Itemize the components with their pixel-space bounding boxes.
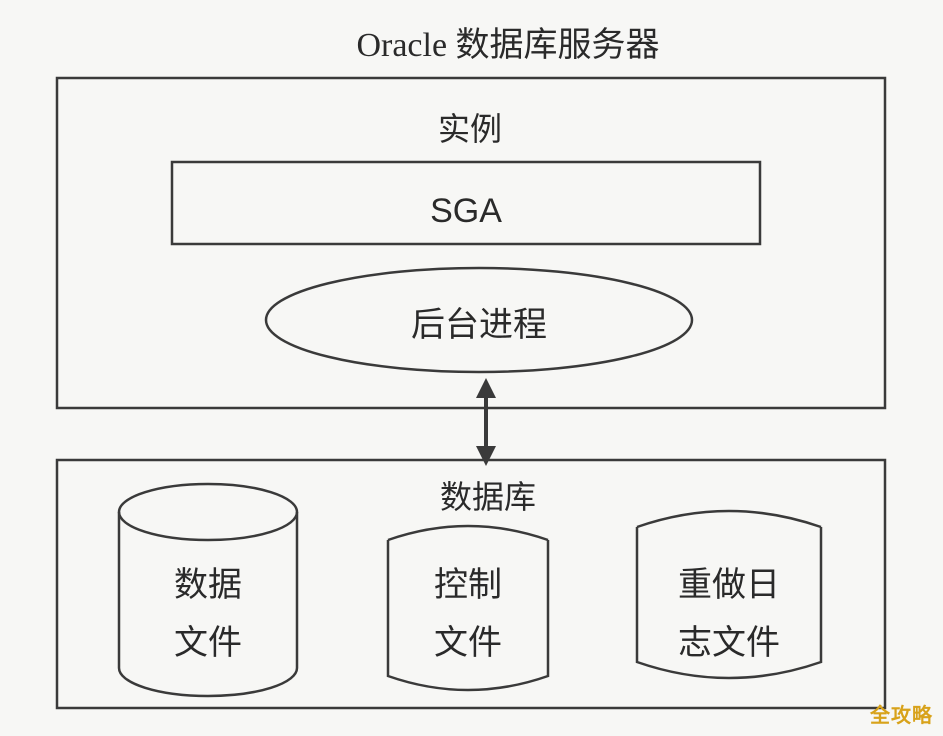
sga-label: SGA [430, 192, 502, 230]
watermark-logo: 全攻略 [870, 703, 933, 727]
instance-label: 实例 [438, 110, 502, 148]
database-label: 数据库 [440, 478, 536, 516]
data-files-cylinder: 数据 文件 [117, 482, 299, 698]
control-files-label-line2: 文件 [434, 623, 502, 663]
instance-box [55, 76, 887, 410]
background-process-label: 后台进程 [411, 305, 547, 345]
diagram-title: Oracle 数据库服务器 [356, 26, 659, 64]
redo-log-files-label-line2: 志文件 [678, 623, 780, 663]
redo-log-files-label-line1: 重做日 [678, 565, 780, 605]
data-files-label-line2: 文件 [174, 623, 242, 663]
database-box [55, 458, 887, 710]
background-process-ellipse [264, 266, 694, 374]
control-files-label-line1: 控制 [434, 565, 502, 605]
control-files-shape: 控制 文件 [386, 524, 550, 692]
redo-log-files-shape: 重做日 志文件 [635, 509, 823, 680]
sga-box [170, 160, 762, 246]
data-files-label-line1: 数据 [174, 565, 242, 605]
